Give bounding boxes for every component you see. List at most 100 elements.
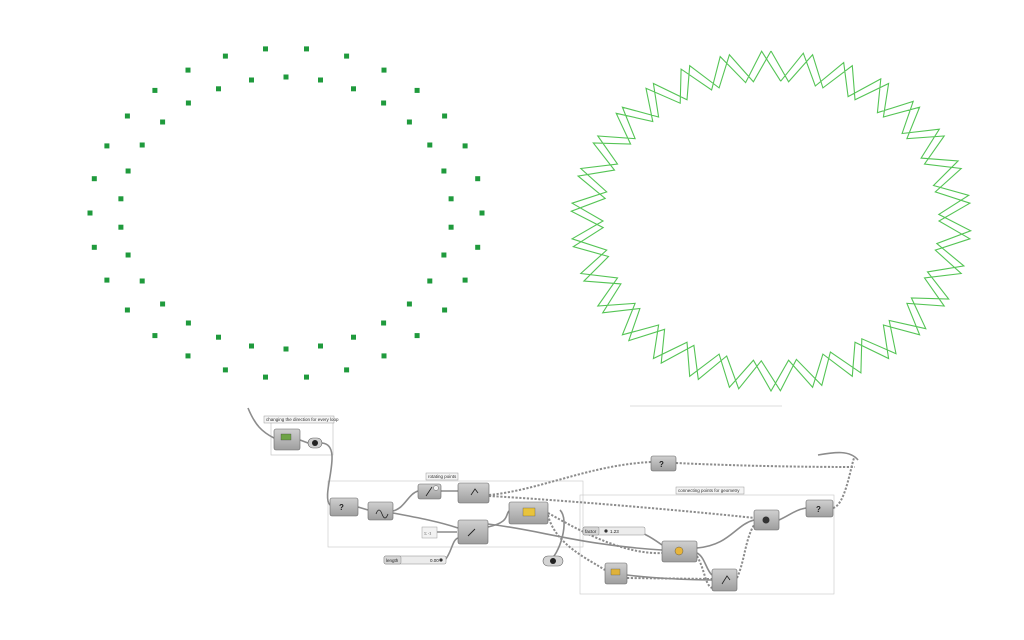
slider-length-value: 0.00 xyxy=(430,558,439,563)
point-marker xyxy=(427,278,433,284)
point-marker xyxy=(448,224,454,230)
point-marker xyxy=(263,46,268,52)
wire-right-exit xyxy=(817,451,859,461)
component-flip-direction[interactable] xyxy=(273,428,301,451)
point-marker xyxy=(125,252,131,258)
component-multiply[interactable] xyxy=(417,483,442,500)
tree-wire-right xyxy=(832,457,855,509)
group-direction[interactable]: changing the direction for every loop xyxy=(263,415,339,456)
point-marker xyxy=(104,143,110,149)
point-marker xyxy=(406,119,412,125)
point-marker xyxy=(216,86,221,92)
point-marker xyxy=(304,374,309,380)
component-shift[interactable] xyxy=(604,562,628,585)
point-marker xyxy=(283,346,289,352)
component-move[interactable] xyxy=(457,519,489,545)
point-marker xyxy=(381,100,387,106)
point-marker xyxy=(414,87,420,93)
wire-interleave-to-polyline xyxy=(696,552,713,576)
group-direction-header xyxy=(263,415,335,424)
component-curve[interactable] xyxy=(753,509,780,531)
point-marker xyxy=(441,252,447,258)
point-marker xyxy=(351,86,356,92)
curve-icon xyxy=(762,516,770,524)
component-flip-output[interactable]: ? xyxy=(805,499,834,518)
group-connecting-label: connecting points for geometry xyxy=(678,488,740,493)
point-marker xyxy=(462,143,468,149)
point-marker xyxy=(87,210,93,216)
slider-factor-label: factor xyxy=(585,529,597,534)
wire-rotate-to-merge xyxy=(487,510,510,528)
point-marker xyxy=(222,53,228,59)
polyline-icon xyxy=(721,575,731,585)
wire-series-to-sine xyxy=(357,506,369,511)
zigzag-polyline xyxy=(569,50,973,393)
top-param-icon: ? xyxy=(659,460,664,469)
component-top-param[interactable]: ? xyxy=(650,455,677,472)
component-polyline[interactable] xyxy=(711,568,738,592)
wire-length-slider xyxy=(444,537,459,561)
interleave-icon xyxy=(674,546,684,556)
point-marker xyxy=(475,244,481,250)
slider-factor-grip[interactable] xyxy=(604,529,608,533)
component-rotate[interactable] xyxy=(457,482,490,504)
point-marker xyxy=(427,142,433,148)
panel-values[interactable]: 1; -1 xyxy=(421,526,438,539)
point-marker xyxy=(406,301,412,307)
flip-output-icon: ? xyxy=(816,505,821,514)
point-marker xyxy=(479,210,485,216)
rotate-icon xyxy=(470,488,479,496)
component-sine[interactable] xyxy=(367,501,394,521)
point-marker xyxy=(249,343,254,349)
component-series[interactable]: ? xyxy=(329,497,359,517)
point-marker xyxy=(381,320,387,326)
group-direction-label: changing the direction for every loop xyxy=(266,417,339,422)
slider-factor[interactable]: factor 1.23 xyxy=(582,526,646,536)
point-marker xyxy=(318,343,323,349)
group-rotating[interactable]: rotating points xyxy=(327,472,584,548)
shift-icon xyxy=(610,568,621,576)
slider-factor-value: 1.23 xyxy=(610,529,619,534)
sine-icon xyxy=(375,509,389,519)
point-marker xyxy=(124,307,130,313)
move-icon xyxy=(467,528,476,537)
point-marker xyxy=(414,333,420,339)
point-marker xyxy=(216,334,221,340)
wire-to-curve xyxy=(696,519,755,549)
point-marker xyxy=(152,87,158,93)
point-marker xyxy=(185,353,191,359)
point-marker xyxy=(318,77,323,83)
point-marker xyxy=(160,301,166,307)
tree-wire-top-exit xyxy=(675,462,856,468)
flip-icon xyxy=(280,433,292,441)
component-negate[interactable] xyxy=(307,437,323,449)
group-connecting-header xyxy=(675,486,745,495)
point-marker xyxy=(351,334,356,340)
point-marker xyxy=(104,277,110,283)
tree-wire-merge-interleave xyxy=(547,512,663,555)
slider-length-grip[interactable] xyxy=(439,558,443,562)
wire-flip-to-negate xyxy=(299,439,309,444)
slider-length[interactable]: length 0.00 xyxy=(383,555,447,565)
point-marker xyxy=(249,77,254,83)
point-marker xyxy=(381,67,387,73)
group-connecting[interactable]: connecting points for geometry xyxy=(579,486,835,595)
tree-wire-to-shift xyxy=(547,514,606,571)
point-marker xyxy=(304,46,309,52)
boolean-toggle[interactable] xyxy=(542,555,564,567)
component-interleave[interactable] xyxy=(661,540,698,563)
point-marker xyxy=(222,367,228,373)
point-marker xyxy=(91,244,97,250)
point-cloud xyxy=(87,46,485,380)
point-marker xyxy=(185,67,191,73)
component-merge[interactable] xyxy=(508,501,549,525)
point-marker xyxy=(152,333,158,339)
point-marker xyxy=(344,367,350,373)
wire-curve-to-flip xyxy=(778,507,807,521)
group-rotating-label: rotating points xyxy=(428,474,457,479)
series-icon: ? xyxy=(339,503,344,512)
point-marker xyxy=(160,119,166,125)
wire-incoming xyxy=(247,407,275,439)
toggle-icon xyxy=(550,558,556,564)
